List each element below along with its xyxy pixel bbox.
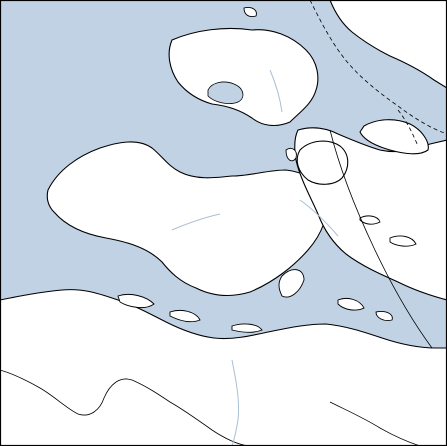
islet-3 — [231, 323, 263, 333]
land-east-island-small — [359, 119, 429, 155]
islet-8 — [359, 215, 381, 225]
land-middle-island — [296, 140, 349, 185]
province-border-south — [0, 369, 249, 446]
islet-9 — [285, 147, 297, 162]
river-1 — [231, 359, 239, 446]
islet-7 — [389, 235, 417, 247]
land-top-strip — [254, 0, 447, 89]
water-inlet-north — [208, 82, 243, 104]
province-border-south-east — [329, 401, 421, 446]
islet-1 — [117, 293, 155, 309]
river-2 — [171, 213, 221, 231]
river-4 — [299, 199, 339, 237]
islet-4 — [278, 269, 305, 298]
ferry-route-east — [397, 109, 419, 147]
ferry-route-north — [309, 0, 447, 135]
land-north-island — [168, 27, 319, 127]
province-border-east — [329, 129, 433, 349]
islet-2 — [169, 309, 201, 323]
islet-5 — [337, 297, 365, 311]
river-3 — [269, 69, 283, 113]
islet-6 — [375, 311, 393, 321]
land-south-mainland — [0, 289, 447, 446]
coastline-inlet-north — [207, 81, 244, 104]
islet-10 — [243, 7, 257, 17]
